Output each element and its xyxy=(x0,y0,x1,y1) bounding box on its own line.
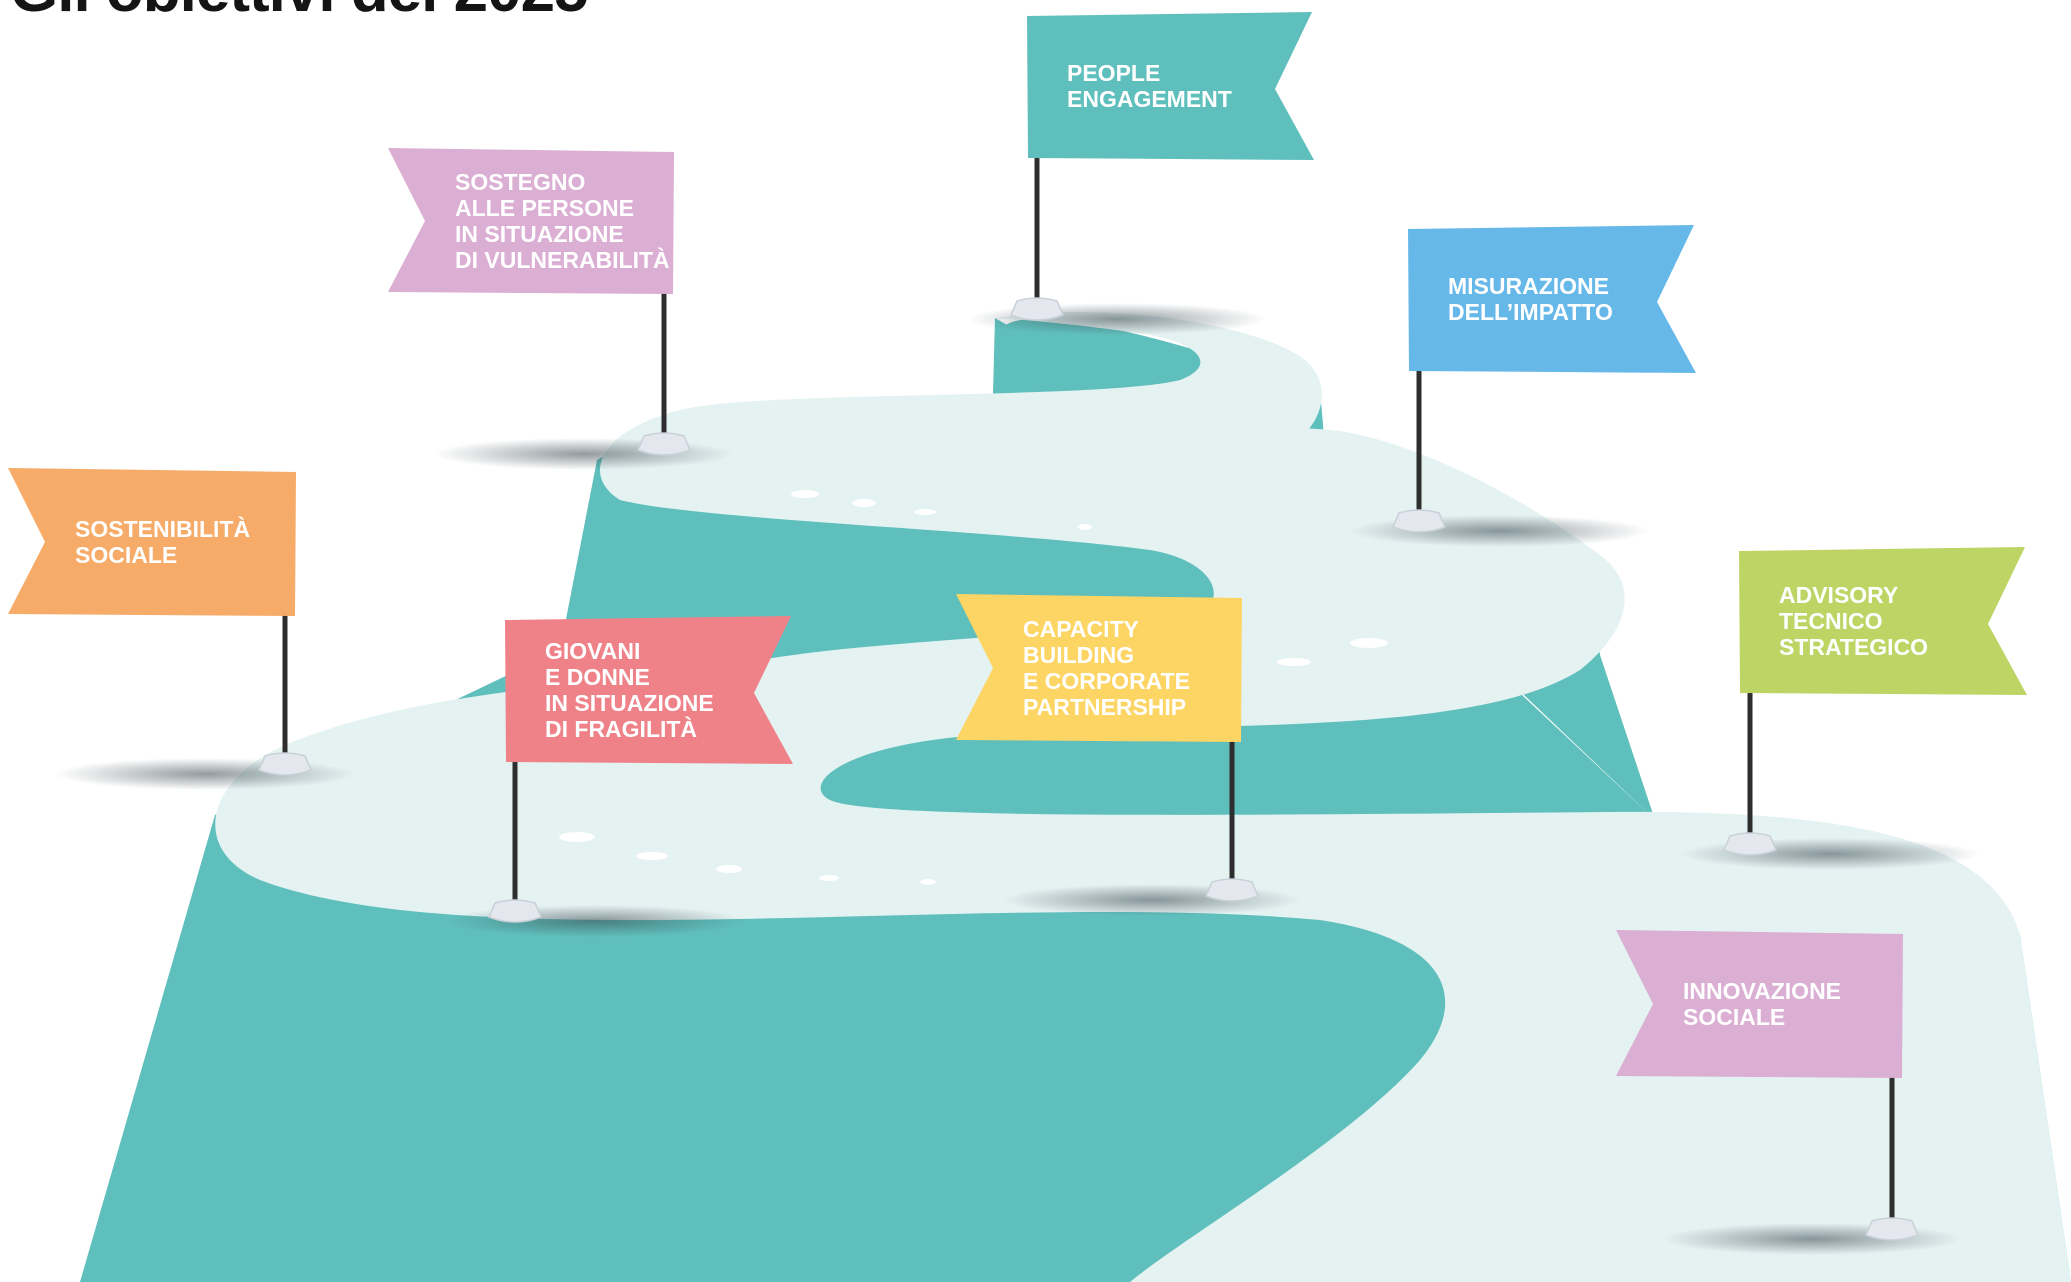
flag-label-line: DI FRAGILITÀ xyxy=(545,715,697,742)
flag-label-line: MISURAZIONE xyxy=(1448,273,1609,299)
flag-label-line: PARTNERSHIP xyxy=(1023,694,1186,720)
flag-label-line: ALLE PERSONE xyxy=(455,195,634,221)
flag-banner xyxy=(1739,547,2027,695)
flag-base xyxy=(637,432,691,456)
flag-shadow xyxy=(1662,1223,1962,1255)
road-body xyxy=(215,312,2071,1282)
flag-label-line: ADVISORY xyxy=(1779,582,1898,608)
road-dash xyxy=(716,865,742,873)
flag-shadow xyxy=(1680,838,1980,870)
flag-base xyxy=(1865,1217,1919,1241)
flag-banner xyxy=(1408,225,1696,373)
flag-label-line: SOCIALE xyxy=(1683,1004,1785,1030)
flag-shadow xyxy=(967,303,1267,335)
flag-label-line: E DONNE xyxy=(545,664,650,690)
flag-label-line: INNOVAZIONE xyxy=(1683,978,1841,1004)
flag-pole xyxy=(661,290,667,440)
flag-banner xyxy=(956,594,1242,742)
flag-base xyxy=(1010,297,1064,321)
flag-shadow xyxy=(1349,515,1649,547)
flag-shadow xyxy=(434,438,734,470)
flag-pole xyxy=(1747,691,1753,840)
road-dash xyxy=(1350,638,1388,648)
winding-road xyxy=(215,312,2071,1282)
road-dash xyxy=(852,499,876,507)
road-dash xyxy=(636,852,668,860)
flag-label-line: DELL’IMPATTO xyxy=(1448,299,1613,325)
flag-pole xyxy=(1229,738,1235,886)
flag-base xyxy=(1205,878,1259,902)
flag-base xyxy=(1392,509,1446,533)
flag-pole xyxy=(1889,1074,1895,1225)
flag-pole xyxy=(1416,369,1422,517)
flag-label-line: DI VULNERABILITÀ xyxy=(455,246,670,273)
flag-base xyxy=(488,899,542,923)
flag-label-line: SOSTEGNO xyxy=(455,169,585,195)
flag-pole xyxy=(282,612,288,760)
flag-label-line: IN SITUAZIONE xyxy=(455,221,624,247)
flag-banner xyxy=(505,616,793,764)
flag-label-line: SOSTENIBILITÀ xyxy=(75,515,250,542)
road-dash xyxy=(559,832,595,842)
road-dash xyxy=(1277,658,1311,666)
flag-banner xyxy=(8,468,296,616)
road-dash xyxy=(920,879,936,885)
flag-banner xyxy=(388,148,674,294)
flag-label-line: GIOVANI xyxy=(545,638,640,664)
road-dash xyxy=(1078,524,1092,530)
flag-label-line: STRATEGICO xyxy=(1779,634,1928,660)
flag-pole xyxy=(1034,156,1040,305)
flag-label-line: ENGAGEMENT xyxy=(1067,86,1232,112)
road-dash xyxy=(914,509,936,515)
flag-label-line: TECNICO xyxy=(1779,608,1883,634)
flag-label-line: E CORPORATE xyxy=(1023,668,1190,694)
flag-label-line: CAPACITY xyxy=(1023,616,1139,642)
road-dash xyxy=(791,490,819,498)
flag-base xyxy=(258,752,312,776)
flag-base xyxy=(1723,832,1777,856)
flag-label-line: BUILDING xyxy=(1023,642,1134,668)
road-dash xyxy=(819,875,839,881)
page-title: Gli obiettivi del 2025 xyxy=(10,0,589,22)
flag-banner xyxy=(1027,12,1314,160)
road-dashes xyxy=(559,490,1388,885)
flag-shadow xyxy=(1002,884,1302,916)
flag-label-line: PEOPLE xyxy=(1067,60,1160,86)
flag-shadow xyxy=(445,905,745,937)
flag-label-line: IN SITUAZIONE xyxy=(545,690,714,716)
flag-banner xyxy=(1616,930,1903,1078)
flag-pole xyxy=(512,760,518,907)
flag-shadow xyxy=(55,758,355,790)
flag-label-line: SOCIALE xyxy=(75,542,177,568)
